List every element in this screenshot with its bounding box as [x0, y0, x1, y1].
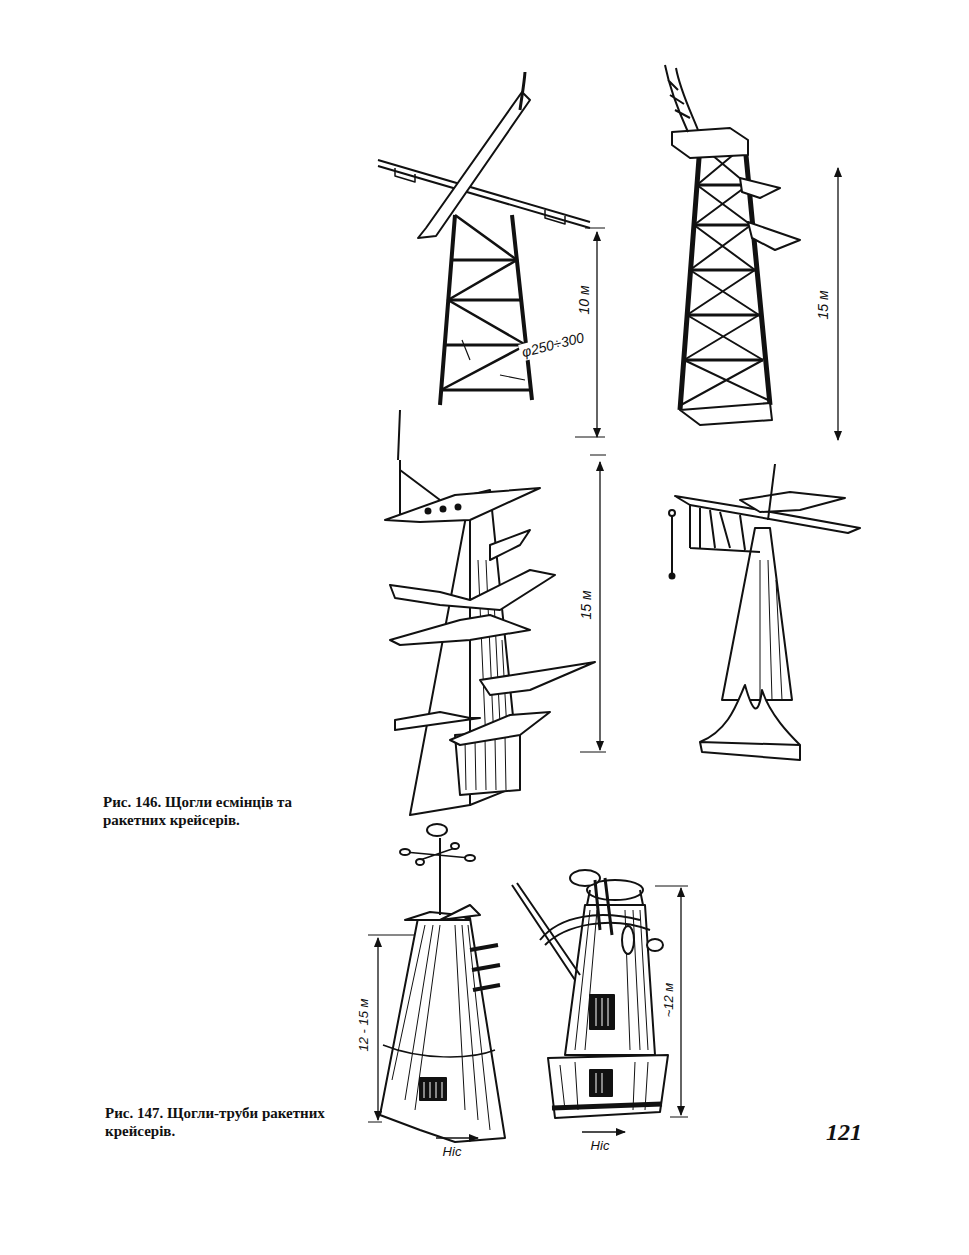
diameter-label: φ250÷300 — [518, 329, 588, 362]
page-number: 121 — [824, 1118, 864, 1147]
dimension-label: 10 м — [576, 283, 593, 316]
direction-label: Ніс — [589, 1138, 612, 1154]
dimension-label: ~12 м — [661, 981, 677, 1020]
figure-caption: Рис. 147. Щогли-труби ракетних крейсерів… — [103, 1104, 347, 1140]
dimension-label: 15 м — [815, 288, 832, 321]
dimension-label: 12 - 15 м — [356, 997, 372, 1054]
figure-caption: Рис. 146. Щогли есмінців та ракетних кре… — [101, 793, 350, 829]
dimension-label: 15 м — [578, 588, 595, 621]
direction-label: Ніс — [441, 1144, 464, 1160]
